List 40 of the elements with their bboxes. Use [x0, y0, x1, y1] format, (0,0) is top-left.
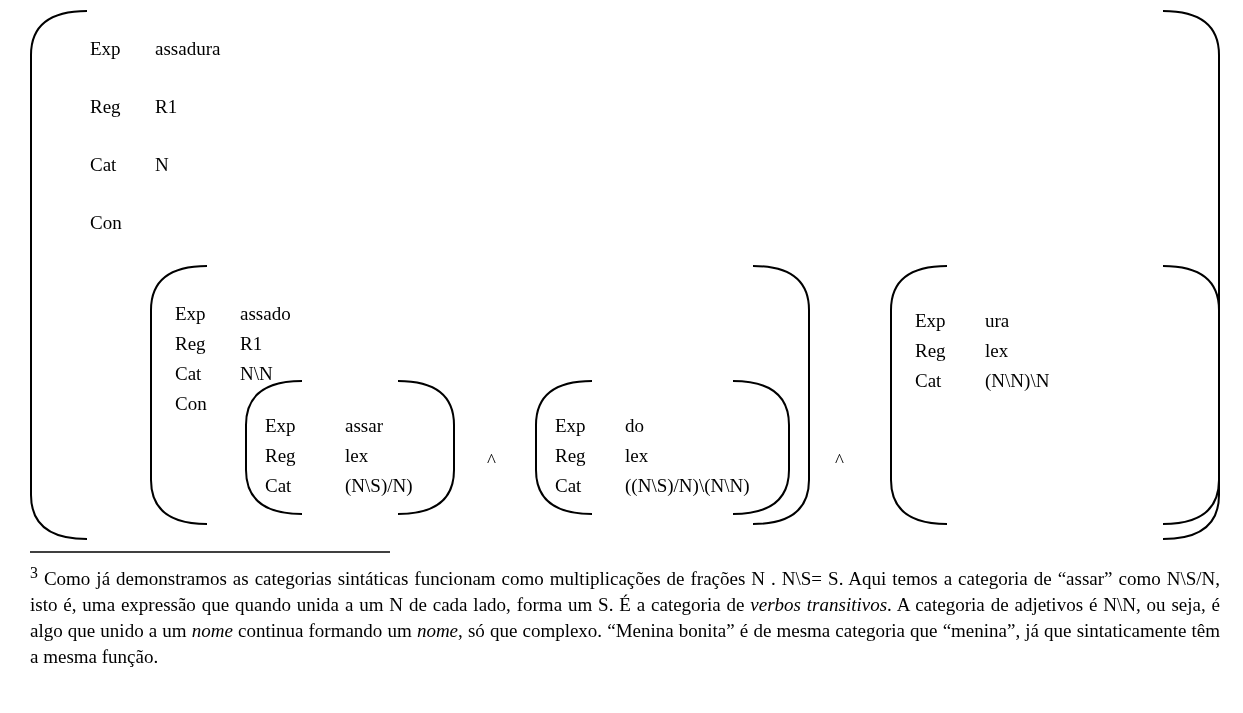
feature-value: assado: [240, 303, 291, 325]
feature-value: N\N: [240, 363, 273, 385]
feature-value: (N\N)\N: [985, 370, 1050, 392]
feature-value: lex: [985, 340, 1009, 362]
conjunction-sign: ^: [487, 450, 496, 472]
attribute-matrix: [890, 265, 1220, 525]
feature-value: lex: [625, 445, 649, 467]
feature-value: N: [155, 154, 169, 176]
feature-value: do: [625, 415, 644, 437]
feature-value: (N\S)/N): [345, 475, 413, 497]
feature-value: R1: [240, 333, 263, 355]
feature-name: Reg: [555, 445, 586, 467]
feature-value: ura: [985, 310, 1010, 332]
feature-name: Cat: [90, 154, 117, 176]
feature-value: R1: [155, 96, 178, 118]
feature-name: Reg: [915, 340, 946, 362]
feature-value: ((N\S)/N)\(N\N): [625, 475, 750, 497]
attribute-matrix: [245, 380, 455, 515]
feature-name: Cat: [915, 370, 942, 392]
feature-name: Con: [175, 393, 207, 415]
feature-name: Cat: [555, 475, 582, 497]
footnote-text: $^{3}$ Como já demonstramos as categorias sintáticas funcionam como multiplicações de frações N . N\S= S. Aqui temos a categoria de “assar” como N\S/N, isto é, uma expressão que quando unida a um N de cada lado, forma um S. É a categoria de verbos transitivos. A categoria de adjetivos é N\N, ou seja, é algo que unido a um nome continua formando um nome, só que complexo. “Menina bonita” é de mesma categoria que “menina”, já que sintaticamente têm a mesma função.: [30, 563, 1220, 670]
feature-name: Con: [90, 212, 122, 234]
feature-name: Exp: [90, 38, 121, 60]
attribute-matrix: [30, 10, 1220, 540]
feature-name: Exp: [915, 310, 946, 332]
attribute-matrix: [535, 380, 790, 515]
attribute-matrix: [150, 265, 810, 525]
feature-value: assar: [345, 415, 383, 437]
feature-name: Exp: [555, 415, 586, 437]
feature-value: lex: [345, 445, 369, 467]
feature-name: Cat: [265, 475, 292, 497]
feature-name: Exp: [175, 303, 206, 325]
feature-name: Reg: [265, 445, 296, 467]
feature-name: Reg: [175, 333, 206, 355]
feature-value: assadura: [155, 38, 221, 60]
feature-name: Cat: [175, 363, 202, 385]
feature-name: Exp: [265, 415, 296, 437]
feature-name: Reg: [90, 96, 121, 118]
conjunction-sign: ^: [835, 450, 844, 472]
